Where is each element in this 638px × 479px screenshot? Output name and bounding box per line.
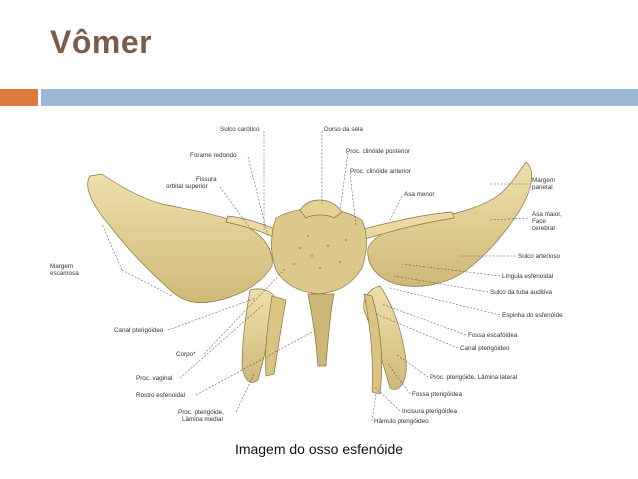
label-asa-maior-line2: Face: [532, 218, 546, 225]
label-proc-vaginal: Proc. vaginal: [136, 375, 172, 382]
right-greater-wing: [367, 161, 533, 287]
label-espinha: Espinha do esfenóide: [502, 312, 563, 319]
label-hamulo: Hâmulo pterigóideo: [374, 418, 429, 425]
label-canal-pterigoideo-left: Canal pterigóideo: [114, 327, 164, 334]
label-fossa-escafoidea: Fossa escafóidea: [468, 332, 518, 339]
sphenoid-bone-figure: Sulco carótico Dorso da sela Proc. clinó…: [50, 118, 590, 438]
accent-bar-orange: [0, 89, 38, 106]
label-proc-pterigoide-medial-line1: Proc. pterigóide,: [178, 409, 224, 416]
diagram-labels: Sulco carótico Dorso da sela Proc. clinó…: [50, 126, 563, 425]
label-forame-redondo: Forame redondo: [190, 152, 237, 159]
label-margem-escamosa-line2: escamosa: [50, 270, 79, 277]
label-margem-parietal-line2: parietal: [532, 184, 553, 191]
label-fossa-pterigoidea: Fossa pterigóidea: [412, 391, 463, 398]
label-sulco-tuba: Sulco da tuba auditiva: [490, 289, 552, 296]
label-margem-parietal-line1: Margem: [532, 177, 555, 184]
label-fissura-line1: Fissura: [196, 176, 217, 183]
label-dorso-sela: Dorso da sela: [324, 126, 363, 133]
label-asa-maior-line1: Asa maior,: [532, 211, 562, 218]
left-pterygoid-plate: [265, 295, 287, 377]
label-proc-pterigoide-medial-line2: Lâmina medial: [182, 416, 223, 423]
label-proc-clinoide-posterior: Proc. clinóide posterior: [346, 148, 410, 155]
sphenoid-body: [271, 208, 367, 295]
slide-title: Vômer: [50, 24, 153, 60]
label-corpo: Corpo*: [176, 351, 196, 358]
right-pterygoid-plate: [363, 293, 382, 395]
leader-lines: [101, 131, 529, 422]
label-margem-escamosa-line1: Margem: [50, 263, 73, 270]
label-asa-maior-line3: cerebral: [532, 225, 555, 232]
accent-bar-blue: [41, 89, 638, 106]
sphenoid-bone-diagram: Sulco carótico Dorso da sela Proc. clinó…: [50, 126, 563, 425]
label-sulco-carotico: Sulco carótico: [220, 126, 260, 133]
label-incisura: Incisura pterigóidea: [402, 408, 457, 415]
label-rostro: Rostro esfenoidal: [136, 392, 185, 399]
rostrum: [307, 293, 335, 367]
left-greater-wing: [87, 173, 273, 303]
label-proc-pterigoide-lateral: Proc. pterigóide, Lâmina lateral: [430, 374, 517, 381]
label-fissura-line2: orbital superior: [166, 183, 208, 190]
right-lesser-wing: [359, 211, 455, 241]
label-lingula: Língula esfenoidal: [502, 273, 553, 280]
dorsum-sellae: [299, 199, 343, 219]
figure-caption: Imagem do osso esfenóide: [234, 441, 404, 457]
bone-illustration: [87, 161, 533, 395]
label-proc-clinoide-anterior: Proc. clinóide anterior: [350, 168, 411, 175]
label-asa-menor: Asa menor: [404, 191, 434, 198]
label-sulco-arterioso: Sulco arterioso: [518, 253, 560, 260]
label-canal-pterigoideo-right: Canal pterigóideo: [460, 345, 510, 352]
